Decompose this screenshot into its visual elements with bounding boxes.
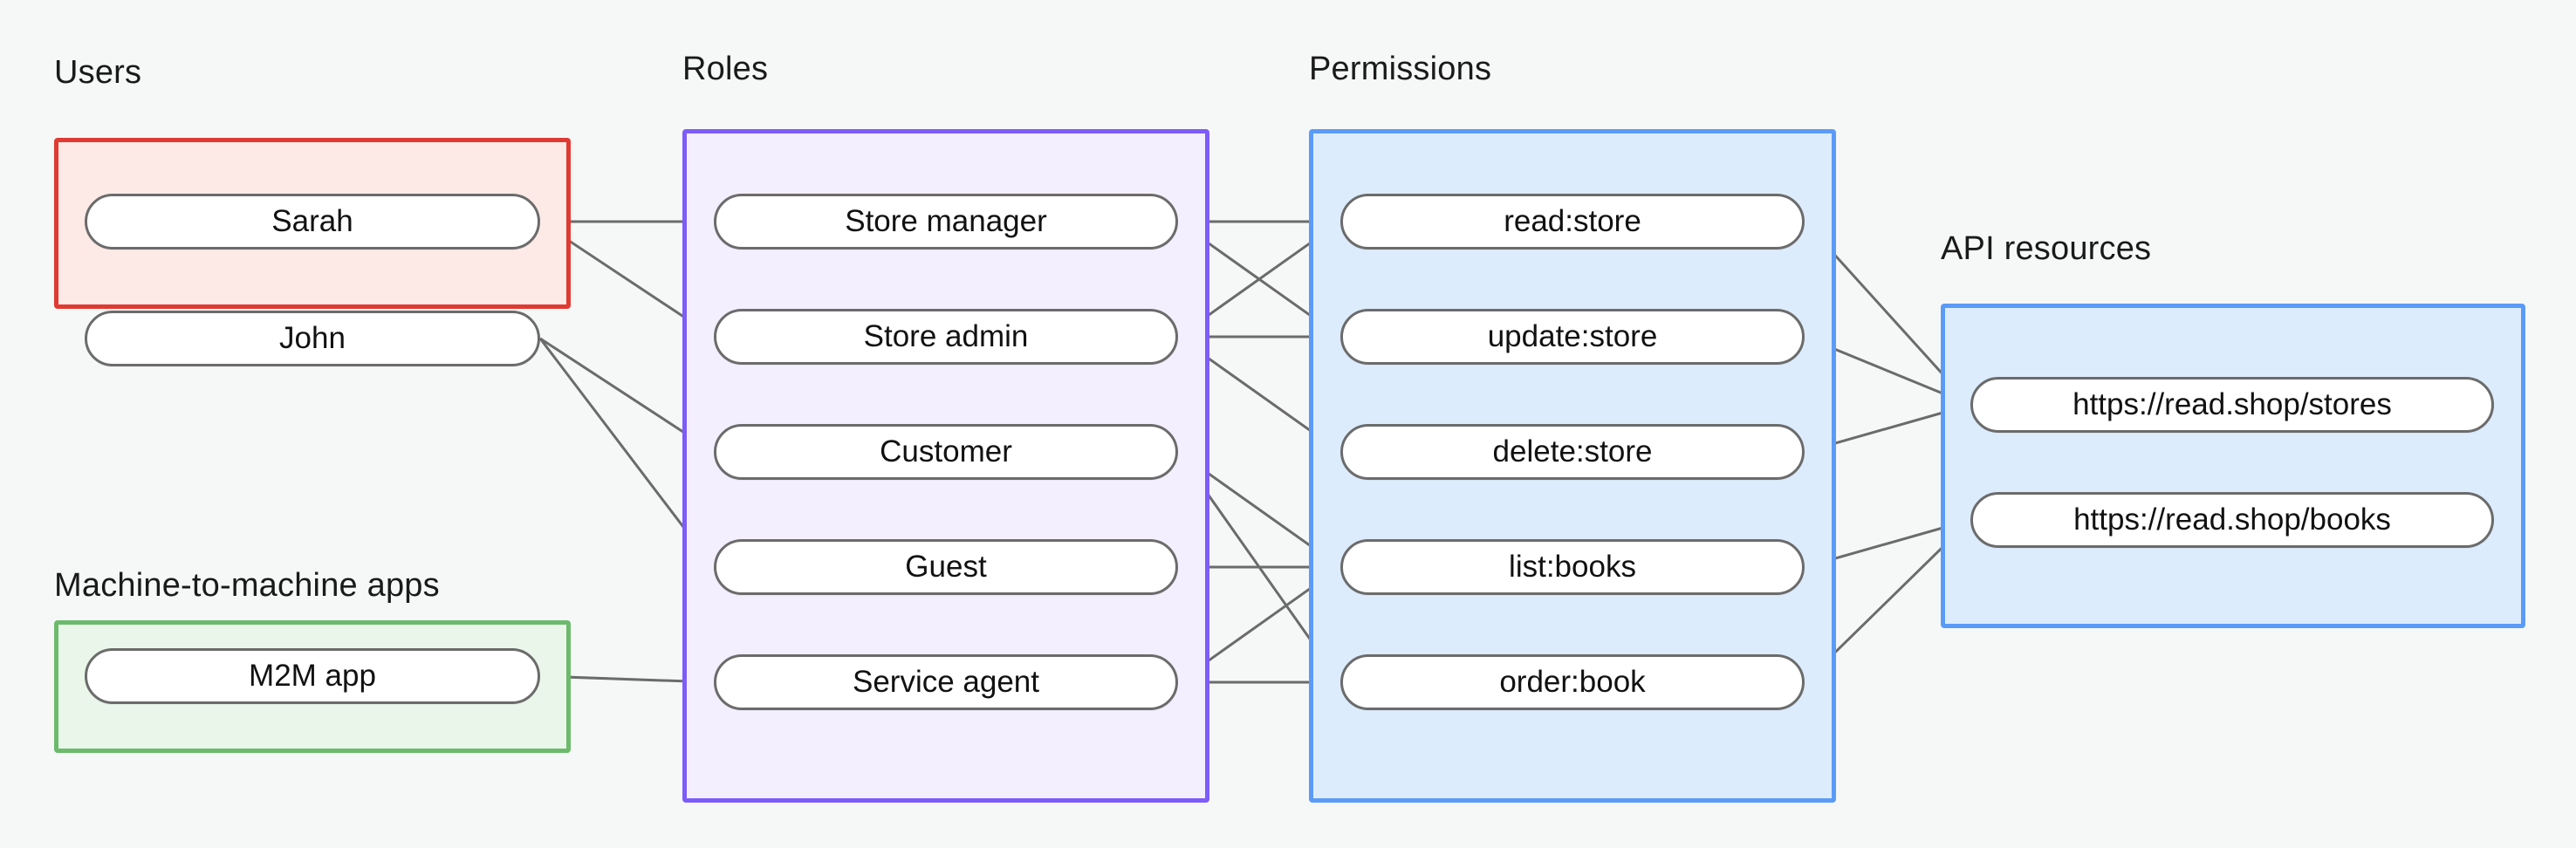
node-store-admin[interactable]: Store admin — [714, 309, 1178, 365]
group-label-api-resources: API resources — [1941, 230, 2152, 267]
node-res-stores[interactable]: https://read.shop/stores — [1970, 377, 2494, 433]
node-service-agent[interactable]: Service agent — [714, 654, 1178, 710]
group-box-api-resources — [1941, 304, 2525, 628]
node-list-books[interactable]: list:books — [1340, 539, 1805, 595]
node-customer[interactable]: Customer — [714, 424, 1178, 480]
node-guest[interactable]: Guest — [714, 539, 1178, 595]
group-label-permissions: Permissions — [1309, 51, 1492, 87]
group-label-roles: Roles — [682, 51, 769, 87]
node-delete-store[interactable]: delete:store — [1340, 424, 1805, 480]
group-label-users: Users — [54, 54, 142, 91]
node-store-manager[interactable]: Store manager — [714, 194, 1178, 250]
node-res-books[interactable]: https://read.shop/books — [1970, 492, 2494, 548]
node-m2m-app[interactable]: M2M app — [85, 648, 540, 704]
group-label-m2m: Machine-to-machine apps — [54, 567, 440, 604]
node-update-store[interactable]: update:store — [1340, 309, 1805, 365]
node-sarah[interactable]: Sarah — [85, 194, 540, 250]
node-read-store[interactable]: read:store — [1340, 194, 1805, 250]
node-john[interactable]: John — [85, 311, 540, 366]
node-order-book[interactable]: order:book — [1340, 654, 1805, 710]
